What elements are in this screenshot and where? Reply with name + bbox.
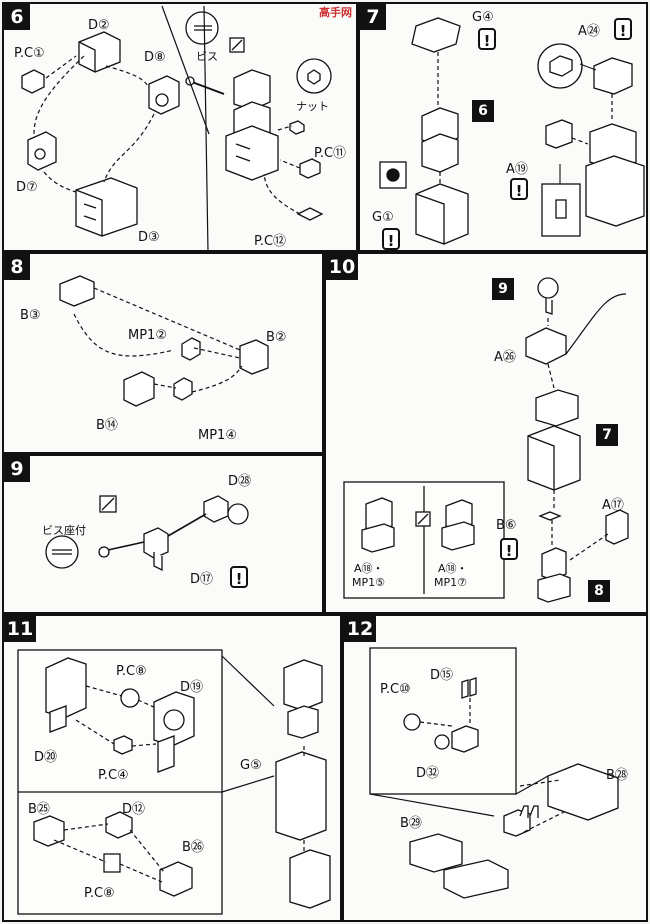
ref-step-9: 9	[492, 278, 514, 300]
label-d32: D㉜	[416, 766, 440, 781]
step-7-panel: 7	[358, 2, 648, 252]
label-b14: B⑭	[96, 418, 118, 433]
ref-step-8: 8	[588, 580, 610, 602]
step-7-diagram	[379, 17, 645, 245]
label-bisu: ビス	[196, 50, 218, 63]
warning-icon: !	[500, 538, 518, 560]
label-d20: D⑳	[34, 750, 58, 765]
ref-step-6: 6	[472, 100, 494, 122]
step-number: 10	[326, 254, 358, 280]
label-natto: ナット	[296, 100, 329, 113]
warning-icon: !	[382, 228, 400, 250]
label-d17: D⑰	[190, 572, 214, 587]
label-d8: D⑧	[144, 50, 166, 65]
step-8-diagram	[59, 275, 269, 407]
label-d12: D⑫	[122, 802, 146, 817]
warning-icon: !	[614, 18, 632, 40]
warning-icon: !	[478, 28, 496, 50]
label-g1: G①	[372, 210, 394, 225]
label-a19: A⑲	[506, 162, 528, 177]
warning-icon: !	[230, 566, 248, 588]
step-6-panel: 6	[2, 2, 358, 252]
label-pcj: P.C⑩	[380, 682, 411, 697]
label-a26: A㉖	[494, 350, 516, 365]
step-11-panel: 11	[2, 614, 342, 922]
label-pcr: P.C⑧	[116, 664, 147, 679]
watermark-logo: 高手网	[319, 6, 352, 19]
warning-icon: !	[510, 178, 528, 200]
label-a18-right: A⑱・	[438, 562, 468, 575]
label-a24: A㉔	[578, 24, 600, 39]
ref-step-7: 7	[596, 424, 618, 446]
step-12-diagram	[369, 647, 619, 899]
step-9-panel: 9 D㉘ ビス座付 D⑰ !	[2, 454, 324, 614]
step-number: 7	[360, 4, 386, 30]
step-10-diagram	[343, 277, 629, 603]
label-d2: D②	[88, 18, 110, 33]
label-a18-left: A⑱・	[354, 562, 384, 575]
label-d19: D⑲	[180, 680, 204, 695]
step-12-panel: 12	[342, 614, 648, 922]
label-b29: B㉙	[400, 816, 422, 831]
label-b6: B⑥	[496, 518, 517, 533]
step-9-diagram	[45, 495, 249, 572]
step-6-diagram	[21, 5, 332, 250]
step-8-panel: 8 B③ MP1② B② B⑭ MP1④	[2, 252, 324, 454]
label-pc1: P.C①	[14, 46, 45, 61]
step-number: 11	[4, 616, 36, 642]
label-d3: D③	[138, 230, 160, 245]
label-mp12: MP1②	[128, 328, 167, 343]
label-b3: B③	[20, 308, 41, 323]
label-bisu-seat: ビス座付	[42, 524, 86, 537]
label-mp14: MP1④	[198, 428, 237, 443]
step-number: 12	[344, 616, 376, 642]
label-b28: B㉘	[606, 768, 628, 783]
label-g5: G⑤	[240, 758, 262, 773]
step-11-diagram	[17, 649, 331, 915]
step-10-panel: 10	[324, 252, 648, 614]
step-number: 6	[4, 4, 30, 30]
label-d28: D㉘	[228, 474, 252, 489]
label-pcu: P.C⑪	[314, 146, 347, 161]
label-g4: G④	[472, 10, 494, 25]
label-pca: P.C④	[98, 768, 129, 783]
step-number: 9	[4, 456, 30, 482]
label-d15: D⑮	[430, 668, 454, 683]
label-mp17: MP1⑦	[434, 576, 467, 589]
label-mp15: MP1⑤	[352, 576, 385, 589]
label-d7: D⑦	[16, 180, 38, 195]
label-pch: P.C⑧	[84, 886, 115, 901]
label-pcx: P.C⑫	[254, 234, 287, 249]
label-a17: A⑰	[602, 498, 624, 513]
label-b26: B㉖	[182, 840, 204, 855]
label-b2: B②	[266, 330, 287, 345]
step-number: 8	[4, 254, 30, 280]
label-b25: B㉕	[28, 802, 50, 817]
